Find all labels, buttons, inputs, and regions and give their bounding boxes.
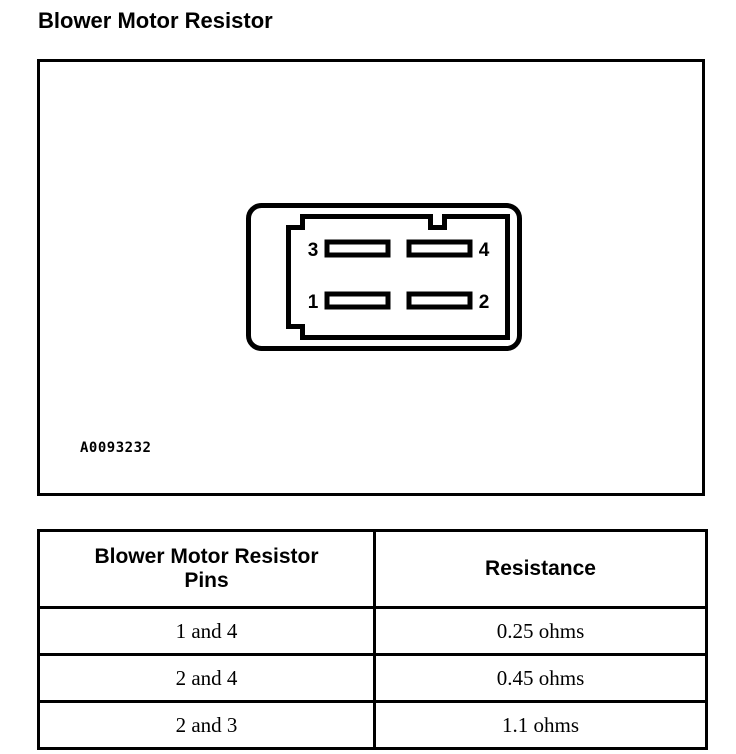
resistance-spec-table: Blower Motor Resistor Pins Resistance 1 … — [37, 529, 708, 750]
cell-resistance: 1.1 ohms — [373, 700, 708, 750]
cell-pins: 2 and 4 — [37, 653, 376, 703]
pin-label-4: 4 — [479, 240, 490, 261]
page-title: Blower Motor Resistor — [38, 8, 273, 33]
pin-terminal-3 — [324, 239, 391, 258]
pin-label-3: 3 — [308, 240, 319, 261]
column-header-pins-line1: Blower Motor Resistor — [94, 545, 319, 569]
figure-reference-code: A0093232 — [80, 440, 152, 456]
table-row: 2 and 4 0.45 ohms — [37, 653, 708, 703]
connector-inner-outline — [286, 214, 510, 340]
pin-label-1: 1 — [308, 292, 319, 313]
pin-terminal-1 — [324, 291, 391, 310]
column-header-pins-line2: Pins — [184, 569, 229, 592]
column-header-pins: Blower Motor Resistor Pins — [37, 529, 376, 609]
pin-terminal-4 — [406, 239, 473, 258]
table-header-row: Blower Motor Resistor Pins Resistance — [37, 529, 708, 609]
column-header-resistance: Resistance — [373, 529, 708, 609]
cell-pins: 2 and 3 — [37, 700, 376, 750]
cell-resistance: 0.45 ohms — [373, 653, 708, 703]
pin-terminal-2 — [406, 291, 473, 310]
figure-frame: 3 4 1 2 A0093232 — [37, 59, 705, 496]
table-row: 2 and 3 1.1 ohms — [37, 700, 708, 750]
connector-diagram: 3 4 1 2 — [246, 203, 522, 351]
cell-pins: 1 and 4 — [37, 606, 376, 656]
table-row: 1 and 4 0.25 ohms — [37, 606, 708, 656]
cell-resistance: 0.25 ohms — [373, 606, 708, 656]
pin-label-2: 2 — [479, 292, 490, 313]
